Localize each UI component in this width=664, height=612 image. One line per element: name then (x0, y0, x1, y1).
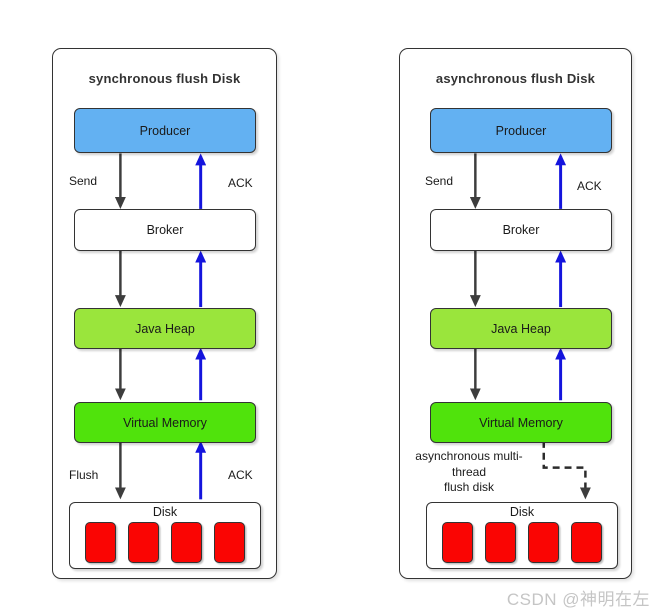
disk-block (528, 522, 559, 563)
disk-node: Disk (69, 502, 261, 569)
send-label: Send (69, 174, 98, 188)
flush-label: Flush (69, 468, 99, 482)
ack-top-label: ACK (228, 176, 253, 190)
async-flush-label-line2: thread (451, 464, 487, 479)
disk-block (442, 522, 473, 563)
async-flush-label: asynchronous multi- thread flush disk (404, 449, 534, 496)
csdn-watermark: CSDN @神明在左 (506, 590, 650, 609)
disk-label: Disk (152, 505, 178, 519)
java-heap-node: Java Heap (74, 308, 256, 349)
sync-flush-panel: synchronous flush Disk Producer Broker (52, 48, 277, 579)
send-label: Send (425, 174, 454, 188)
disk-node: Disk (426, 502, 618, 569)
async-panel-title: asynchronous flush Disk (435, 71, 596, 86)
async-flush-dashed-arrow (542, 440, 591, 500)
broker-node: Broker (430, 209, 612, 251)
disk-block (571, 522, 602, 563)
broker-node: Broker (74, 209, 256, 251)
disk-block (128, 522, 159, 563)
disk-block (214, 522, 245, 563)
async-flush-label-line3: flush disk (443, 480, 495, 494)
virtual-memory-node: Virtual Memory (74, 402, 256, 443)
ack-bottom-label: ACK (228, 468, 253, 482)
disk-block (171, 522, 202, 563)
async-flush-panel: asynchronous flush Disk Producer Broke (399, 48, 632, 579)
disk-block (85, 522, 116, 563)
producer-node: Producer (430, 108, 612, 153)
producer-node: Producer (74, 108, 256, 153)
ack-label: ACK (577, 179, 602, 193)
disk-blocks (70, 522, 260, 563)
disk-block (485, 522, 516, 563)
disk-label: Disk (509, 505, 535, 519)
virtual-memory-node: Virtual Memory (430, 402, 612, 443)
java-heap-node: Java Heap (430, 308, 612, 349)
disk-blocks (427, 522, 617, 563)
async-flush-label-line1: asynchronous multi- (415, 449, 523, 463)
sync-panel-title: synchronous flush Disk (88, 71, 241, 86)
